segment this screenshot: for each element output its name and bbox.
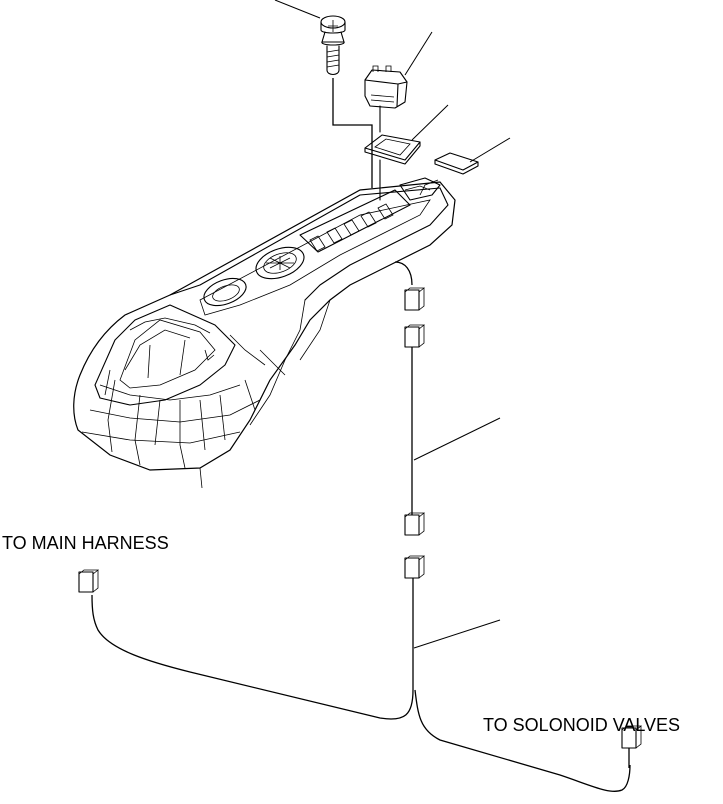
screw-leader-line (332, 78, 373, 188)
solenoid-valves-label: TO SOLONOID VALVES (483, 715, 681, 735)
wire-harness (78, 261, 643, 792)
control-console-body (73, 177, 456, 489)
mounting-plate-icon (364, 104, 449, 201)
connector-icon (404, 326, 420, 348)
switch-block-icon (364, 31, 433, 133)
main-harness-label: TO MAIN HARNESS (2, 533, 169, 553)
connector-icon (404, 514, 420, 536)
cover-piece-icon (419, 137, 511, 196)
main-harness-connector-icon (78, 571, 94, 593)
screw-icon (274, 0, 346, 76)
connector-icon (404, 557, 420, 579)
connector-icon (404, 289, 420, 311)
